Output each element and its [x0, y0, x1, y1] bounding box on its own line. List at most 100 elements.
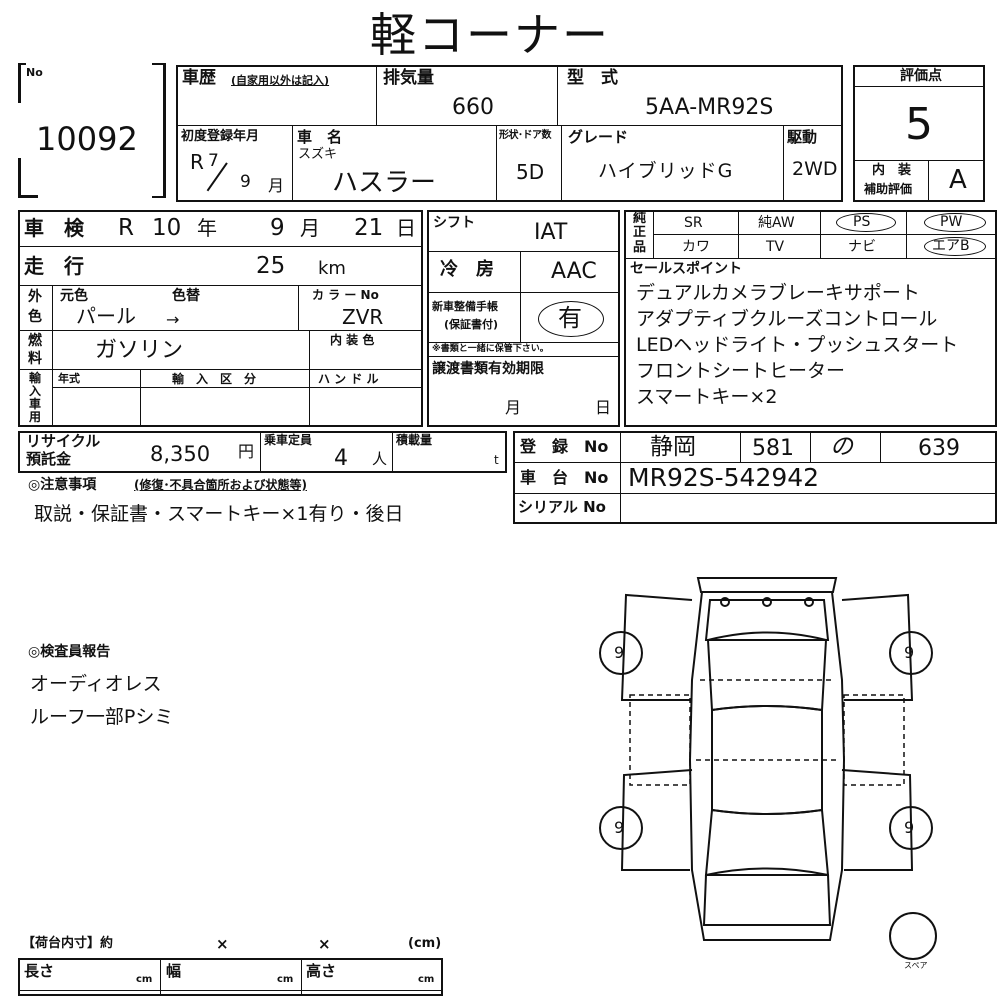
- inspector-line-1: オーディオレス: [30, 673, 162, 695]
- color-side-1: 外: [28, 289, 42, 305]
- cargo-width-unit: cm: [277, 974, 294, 985]
- fuel-side-1: 燃: [28, 333, 42, 349]
- handle-label: ハ ン ド ル: [318, 372, 379, 386]
- ac-label: 冷 房: [440, 259, 494, 280]
- inspection-era: R: [118, 215, 134, 241]
- vehicle-basic-table: [176, 65, 843, 202]
- notes-label: ◎注意事項: [28, 477, 97, 493]
- car-name-value: ハスラー: [332, 168, 437, 198]
- cargo-unit: (cm): [408, 936, 442, 951]
- recycle-label-2: 預託金: [26, 450, 72, 468]
- load-label: 積載量: [396, 433, 433, 447]
- capacity-value: 4: [334, 446, 348, 471]
- sales-points-label: セールスポイント: [630, 261, 742, 277]
- notes-sublabel: (修復･不具合箇所および状態等): [134, 478, 307, 492]
- registration-class-no: 581: [752, 436, 794, 461]
- inspection-year-unit: 年: [197, 216, 217, 240]
- warranty-circle: [538, 301, 604, 337]
- sales-point-5: スマートキー×2: [636, 386, 778, 408]
- mileage-unit: km: [318, 258, 346, 279]
- genuine-item-pw: PW: [940, 214, 963, 230]
- tire-front-left: [599, 631, 643, 675]
- recycle-value: 8,350: [150, 442, 211, 466]
- warranty-label-2: (保証書付): [444, 318, 499, 331]
- genuine-sales-table: [624, 210, 997, 427]
- model-label: 型 式: [567, 68, 618, 88]
- car-damage-diagram: [620, 577, 914, 941]
- inspection-year: 10: [152, 215, 182, 241]
- genuine-item-ps: PS: [853, 214, 871, 230]
- notes-text: 取説・保証書・スマートキー×1有り・後日: [34, 503, 404, 525]
- history-label: 車歴: [182, 68, 216, 88]
- registration-region: 静岡: [650, 434, 696, 460]
- import-type-label: 輸 入 区 分: [172, 372, 257, 386]
- import-side-1: 輸: [29, 371, 42, 385]
- recycle-table: [18, 431, 507, 473]
- lot-number: 10092: [36, 120, 138, 158]
- registration-number: 639: [918, 436, 960, 461]
- registration-label: 登 録 No: [520, 437, 609, 456]
- car-maker: スズキ: [298, 147, 338, 162]
- registration-table: [513, 431, 997, 524]
- sheet-title: 軽コーナー: [370, 8, 610, 62]
- cargo-height-unit: cm: [418, 974, 435, 985]
- tire-spare-label: スペア: [904, 961, 928, 970]
- cargo-length-label: 長さ: [24, 962, 55, 980]
- genuine-item-leather: カワ: [682, 239, 710, 255]
- genuine-item-sr: SR: [684, 215, 703, 231]
- shift-value: IAT: [534, 220, 568, 245]
- import-side-4: 用: [29, 410, 42, 424]
- tire-rear-left-value: 9: [614, 818, 625, 837]
- mileage-value: 25: [256, 253, 286, 279]
- first-reg-label: 初度登録年月: [181, 129, 260, 144]
- first-reg-month: 9: [240, 172, 251, 192]
- genuine-item-airbag: エアB: [932, 238, 970, 254]
- genuine-side-3: 品: [633, 240, 647, 255]
- inspector-label: ◎検査員報告: [28, 644, 111, 660]
- warranty-note: ※書類と一緒に保管下さい。: [432, 344, 549, 354]
- tire-rear-left: [599, 806, 643, 850]
- shift-label: シフト: [433, 215, 475, 231]
- lot-label: No: [26, 66, 43, 79]
- color-code-label: カ ラ ー No: [312, 288, 379, 302]
- interior-eval-label-2: 補助評価: [864, 182, 913, 196]
- interior-eval-value: A: [949, 165, 967, 195]
- grade-label: グレード: [568, 128, 629, 146]
- inspection-table: [18, 210, 423, 427]
- capacity-unit: 人: [372, 450, 388, 468]
- genuine-pw-circle: [924, 213, 986, 232]
- tire-front-right: [889, 631, 933, 675]
- load-unit: t: [494, 453, 499, 467]
- inspection-label: 車 検: [24, 216, 84, 240]
- cargo-width-label: 幅: [166, 962, 182, 980]
- serial-label: シリアル No: [518, 498, 606, 516]
- displacement-value: 660: [452, 95, 494, 120]
- interior-eval-label-1: 内 装: [872, 163, 912, 178]
- evaluation-label: 評価点: [900, 68, 942, 84]
- cargo-x2: ×: [318, 935, 331, 953]
- shape-label: 形状･ドア数: [499, 130, 552, 141]
- import-side-2: 入: [29, 384, 42, 398]
- tire-front-left-value: 9: [614, 643, 625, 662]
- genuine-item-navi: ナビ: [848, 239, 876, 255]
- first-reg-month-unit: 月: [268, 176, 285, 195]
- registration-kana: の: [830, 434, 853, 460]
- tire-rear-right-value: 9: [904, 818, 915, 837]
- cargo-x1: ×: [216, 935, 229, 953]
- genuine-side-1: 純: [633, 211, 647, 226]
- fuel-value: ガソリン: [95, 338, 184, 363]
- lot-number-box: No 10092: [18, 63, 166, 198]
- original-color-value: パール: [76, 304, 136, 328]
- tire-rear-right: [889, 806, 933, 850]
- sales-point-4: フロントシートヒーター: [636, 360, 846, 382]
- ac-value: AAC: [551, 259, 597, 284]
- drive-value: 2WD: [792, 158, 838, 180]
- recycle-label-1: リサイクル: [26, 432, 101, 450]
- chassis-value: MR92S-542942: [628, 463, 820, 492]
- tire-spare: [889, 912, 937, 960]
- genuine-ps-circle: [836, 213, 896, 232]
- chassis-label: 車 台 No: [520, 468, 609, 487]
- import-side-3: 車: [29, 397, 42, 411]
- original-color-label: 元色: [60, 288, 88, 304]
- genuine-item-aw: 純AW: [758, 215, 795, 231]
